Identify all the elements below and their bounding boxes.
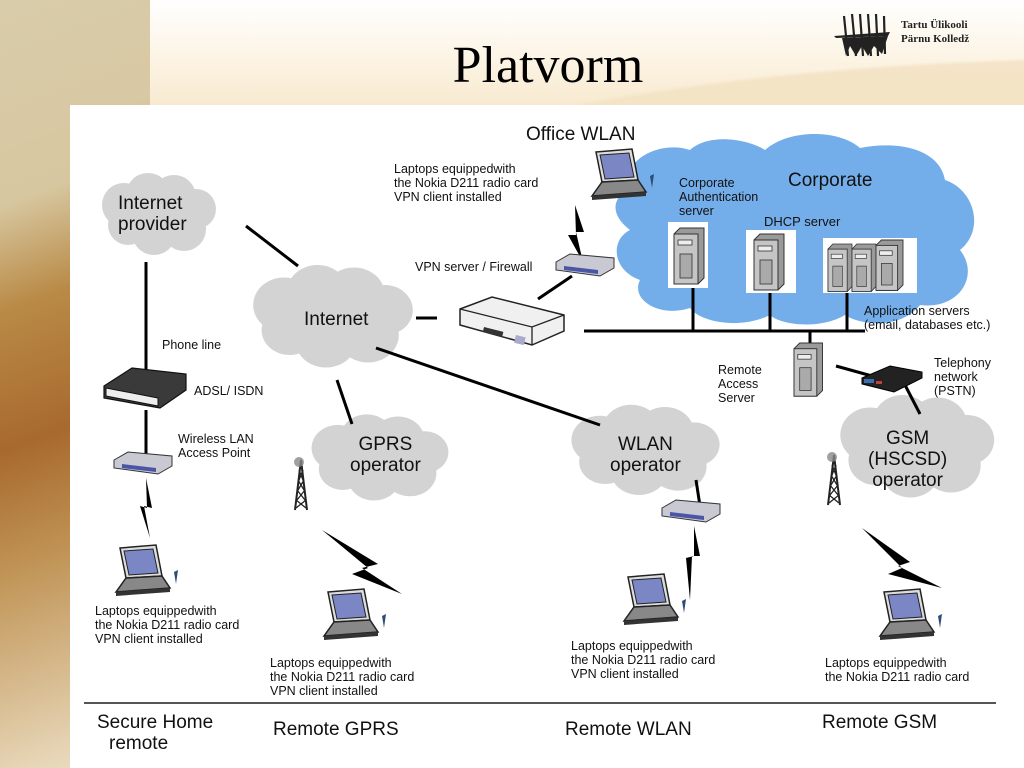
dhcp-label: DHCP server [764, 214, 841, 229]
laptop-icon-wlan [623, 573, 687, 626]
vpn-server-label: VPN server / Firewall [415, 260, 533, 274]
gprs-tower-icon [293, 456, 308, 511]
logo-text: Tartu Ülikooli Pärnu Kolledž [901, 18, 969, 46]
server-icon-remote-access [793, 342, 823, 397]
server-box-app [823, 238, 917, 293]
adsl-label: ADSL/ ISDN [194, 384, 264, 398]
phone-line-label: Phone line [162, 338, 222, 352]
server-icon-auth [673, 227, 705, 285]
footer-wlan-label: Remote WLAN [565, 719, 692, 740]
logo-line-1: Tartu Ülikooli [901, 19, 968, 31]
slide-title: Platvorm [452, 37, 644, 94]
vpn-firewall-icon [459, 296, 565, 346]
server-box-dhcp [746, 230, 796, 293]
footer-gprs-label: Remote GPRS [273, 719, 399, 740]
server-icon-app-2 [851, 243, 877, 293]
laptop-icon-home [115, 544, 179, 597]
gsm-tower-icon [826, 451, 841, 506]
footer-gsm-label: Remote GSM [822, 712, 938, 733]
telephony-switch-icon [861, 365, 923, 393]
logo-line-2: Pärnu Kolledž [901, 33, 970, 45]
server-icon-app-3 [875, 239, 904, 291]
server-box-auth [668, 222, 708, 288]
wlan-router-icon-home [113, 451, 173, 475]
wlan-router-icon-office [555, 253, 615, 277]
university-logo-icon [834, 13, 890, 57]
laptop-icon-gsm [879, 588, 943, 641]
server-icon-dhcp [753, 233, 785, 291]
lightning-icon-wlan [686, 526, 700, 600]
lightning-icon-gsm [862, 528, 942, 588]
office-wlan-label: Office WLAN [526, 124, 636, 145]
app-servers-label: Application servers(email, databases etc… [864, 304, 991, 332]
wireless-signal-icons [140, 205, 942, 600]
adsl-modem-icon [103, 367, 187, 409]
laptop-icon-gprs [323, 588, 387, 641]
internet-label: Internet [304, 309, 369, 330]
lightning-icon-office [568, 205, 584, 262]
gsm-operator-label: GSM(HSCSD)operator [868, 428, 948, 491]
wlan-router-icon-wlan [661, 499, 721, 523]
corporate-label: Corporate [788, 170, 873, 191]
lightning-icon-home [140, 478, 152, 538]
lightning-icon-gprs [322, 530, 402, 594]
connection-lines [144, 224, 922, 507]
server-icon-app-1 [827, 243, 853, 293]
